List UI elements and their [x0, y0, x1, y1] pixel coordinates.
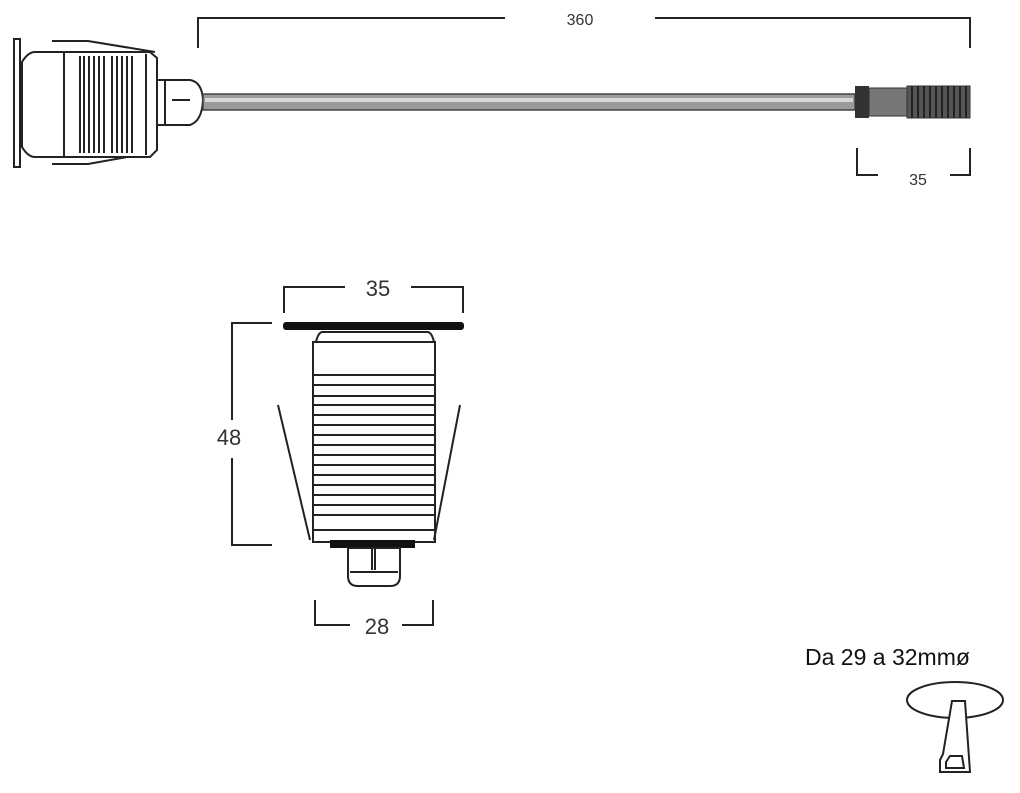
height-dimension: 48	[217, 322, 272, 546]
plug-length-dimension: 35	[856, 148, 971, 189]
cable-length-dimension: 360	[197, 12, 971, 48]
flange-width-label: 35	[366, 276, 390, 301]
plug-connector	[855, 85, 971, 119]
front-body	[312, 341, 436, 543]
flange-top	[283, 322, 464, 330]
clip-profile	[939, 700, 972, 773]
plug-length-label: 35	[909, 172, 927, 189]
body-width-label: 28	[365, 614, 389, 639]
cutout-detail: Da 29 a 32mmø	[805, 644, 1004, 773]
spring-clips	[277, 404, 461, 541]
cutout-note: Da 29 a 32mmø	[805, 644, 970, 670]
body-width-dimension: 28	[314, 600, 434, 639]
flange	[13, 38, 21, 168]
front-view: 35 48	[217, 276, 464, 639]
cable-length-label: 360	[567, 12, 594, 29]
height-label: 48	[217, 425, 241, 450]
flange-width-dimension: 35	[283, 276, 464, 313]
cable-gland	[156, 79, 205, 126]
side-view: 360	[13, 12, 971, 189]
